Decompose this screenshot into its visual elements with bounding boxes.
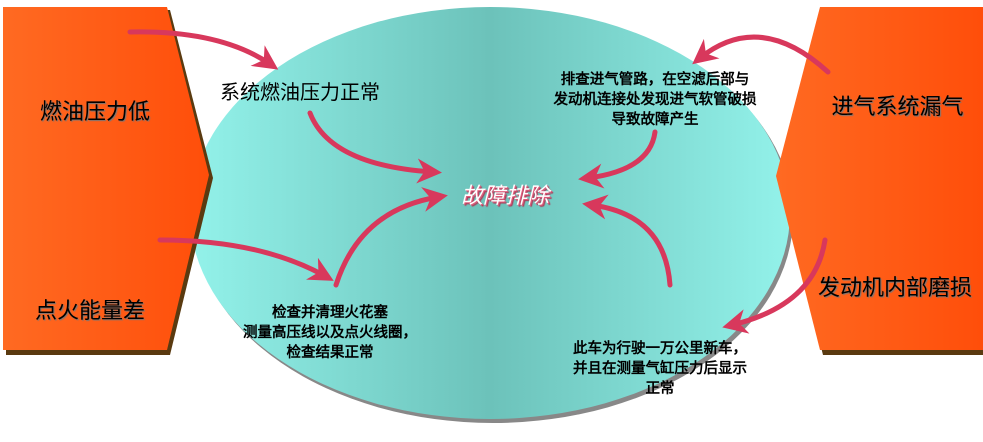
arrow-engine-to-center	[582, 194, 673, 288]
center-label: 故障排除	[460, 184, 549, 209]
arrow-fuel-check	[127, 29, 279, 70]
finding-line: 测量高压线以及点火线圈，	[243, 325, 417, 341]
arrow-intake-check	[692, 34, 831, 75]
finding-line: 检查结果正常	[286, 345, 374, 361]
finding-line: 导致故障产生	[611, 112, 699, 128]
arrow-engine-check	[722, 237, 828, 334]
cause-engine-wear: 发动机内部磨损	[817, 276, 972, 301]
finding-fuel: 系统燃油压力正常	[220, 80, 380, 104]
arrow-fuel-to-center	[307, 110, 442, 184]
central-ellipse	[190, 7, 790, 419]
cause-fuel-pressure-low: 燃油压力低	[39, 100, 150, 125]
finding-ignition: 检查并清理火花塞 测量高压线以及点火线圈， 检查结果正常	[210, 303, 450, 363]
finding-line: 此车为行驶一万公里新车，	[573, 341, 747, 357]
finding-intake: 排查进气管路，在空滤后部与 发动机连接处发现进气软管破损 导致故障产生	[535, 70, 775, 130]
cause-intake-leak: 进气系统漏气	[831, 95, 964, 120]
finding-line: 并且在测量气缸压力后显示	[573, 361, 747, 377]
right-panel	[776, 7, 983, 350]
left-panel	[3, 7, 209, 350]
arrow-intake-to-center	[578, 129, 658, 189]
arrow-ignition-to-center	[333, 187, 448, 288]
finding-line: 正常	[645, 381, 675, 397]
finding-line: 排查进气管路，在空滤后部与	[560, 72, 750, 88]
finding-engine: 此车为行驶一万公里新车， 并且在测量气缸压力后显示 正常	[540, 339, 780, 399]
arrow-ignition-check	[157, 237, 334, 281]
finding-line: 检查并清理火花塞	[272, 305, 388, 321]
cause-ignition-weak: 点火能量差	[34, 299, 145, 324]
finding-line: 发动机连接处发现进气软管破损	[553, 92, 757, 108]
